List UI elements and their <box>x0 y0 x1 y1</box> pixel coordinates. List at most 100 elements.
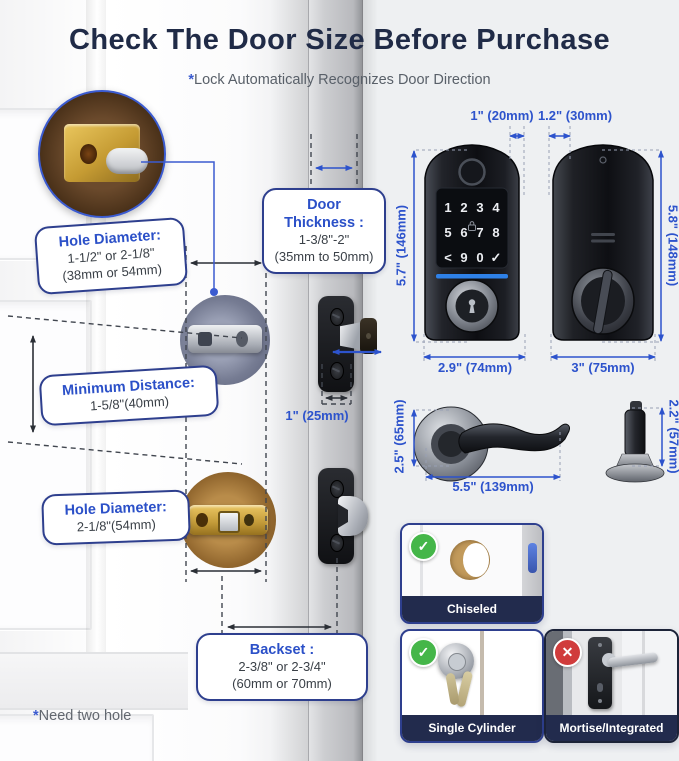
check-icon: ✓ <box>409 638 438 667</box>
thumbturn-knob[interactable] <box>593 269 613 335</box>
asterisk-mark: * <box>188 72 195 88</box>
key[interactable]: 8 <box>492 225 499 240</box>
brass-latch-cam <box>218 511 240 533</box>
asterisk-mark: * <box>33 708 39 724</box>
footnote: *Need two hole <box>33 708 131 724</box>
bored-hole <box>450 540 490 580</box>
brass-lock-hole <box>80 144 97 164</box>
key-confirm[interactable]: ✓ <box>491 250 502 265</box>
card-image-single-cylinder: ✓ <box>402 631 542 715</box>
screw <box>330 362 344 380</box>
key[interactable]: 4 <box>492 200 500 215</box>
page-subtitle: *Lock Automatically Recognizes Door Dire… <box>0 72 679 88</box>
battery-cover-line <box>591 233 615 236</box>
dim-handle-height: 2.5" (65mm) <box>391 399 407 474</box>
brass-lock-inset <box>38 90 166 218</box>
dim-back-width: 3" (75mm) <box>571 360 635 375</box>
subtitle-text: Lock Automatically Recognizes Door Direc… <box>194 72 491 88</box>
lock-back-view <box>552 144 654 341</box>
screw <box>330 308 344 326</box>
dim-front-height: 5.7" (146mm) <box>393 204 409 287</box>
dim-handle-side-height: 2.2" (57mm) <box>666 399 679 474</box>
key[interactable]: 0 <box>476 250 483 265</box>
deadbolt-end <box>360 318 377 354</box>
key[interactable]: 7 <box>476 225 483 240</box>
status-light-bar <box>436 274 508 279</box>
latch-mini <box>528 543 537 573</box>
spring-latch-bolt <box>338 496 368 536</box>
card-label: Chiseled <box>402 596 542 622</box>
card-mortise: ✕ Mortise/Integrated <box>544 629 679 743</box>
page-title: Check The Door Size Before Purchase <box>69 24 610 56</box>
dim-latch-depth: 1" (25mm) <box>285 408 349 423</box>
keyhole-slot <box>469 305 475 313</box>
mortise-plate <box>588 637 612 709</box>
card-single-cylinder: ✓ Single Cylinder <box>400 629 544 743</box>
key[interactable]: 5 <box>444 225 451 240</box>
card-chiseled: ✓ Chiseled <box>400 523 544 624</box>
deadbolt-end-hole <box>366 333 371 339</box>
dim-back-height: 5.8" (148mm) <box>665 204 679 287</box>
footnote-text: Need two hole <box>38 708 132 724</box>
card-image-mortise: ✕ <box>546 631 677 715</box>
callout-title: Backset : <box>249 642 315 658</box>
screw <box>330 534 344 552</box>
callout-value: (35mm to 50mm) <box>274 249 374 265</box>
callout-minimum-distance: Minimum Distance: 1-5/8"(40mm) <box>38 364 220 427</box>
door-molding-line <box>642 631 645 715</box>
callout-value: 2-3/8" or 2-3/4" <box>238 659 326 675</box>
handle-stem <box>624 409 646 457</box>
keyhole-icon <box>597 683 603 692</box>
key[interactable]: 1 <box>444 200 451 215</box>
battery-cover-line <box>591 239 615 243</box>
brass-latch-hole <box>244 514 254 526</box>
key[interactable]: 2 <box>460 200 467 215</box>
screw <box>598 643 602 647</box>
padlock-icon <box>468 221 476 231</box>
door-rail <box>0 652 188 710</box>
card-label: Single Cylinder <box>402 715 542 741</box>
brass-latch-hole <box>196 513 208 527</box>
door-molding-panel <box>0 300 92 630</box>
handle-hub-core <box>438 431 464 457</box>
callout-door-thickness: Door Thickness : 1-3/8"-2" (35mm to 50mm… <box>262 188 386 275</box>
cylinder-core <box>448 653 466 671</box>
callout-backset: Backset : 2-3/8" or 2-3/4" (60mm or 70mm… <box>196 633 368 701</box>
screw <box>598 699 602 703</box>
handle-base <box>605 463 665 483</box>
spring-latch-notch <box>338 504 348 528</box>
handle-side-view <box>605 401 665 483</box>
dim-front-width: 2.9" (74mm) <box>437 360 513 375</box>
keypad-keys[interactable]: 1 2 3 4 5 6 7 8 < 9 0 ✓ <box>444 200 501 265</box>
cross-icon: ✕ <box>553 638 582 667</box>
keyhole-icon <box>468 299 476 306</box>
door-edge-line <box>480 631 484 715</box>
door-molding-panel <box>0 714 154 761</box>
key[interactable]: 6 <box>460 225 467 240</box>
callout-value: 1-3/8"-2" <box>298 232 350 248</box>
indicator-icon <box>599 156 607 164</box>
brass-lock-bolt <box>106 148 148 174</box>
latch-mechanism-slot <box>198 332 212 346</box>
bored-hole-light <box>463 543 489 577</box>
card-label: Mortise/Integrated <box>546 715 677 741</box>
key-back[interactable]: < <box>444 250 452 265</box>
check-icon: ✓ <box>409 532 438 561</box>
dim-front-depth: 1" (20mm) <box>470 108 534 123</box>
key[interactable]: 3 <box>476 200 483 215</box>
bottom-hole-inset <box>180 472 276 568</box>
callout-hole-diameter-bottom: Hole Diameter: 2-1/8"(54mm) <box>41 489 191 546</box>
callout-hole-diameter-top: Hole Diameter: 1-1/2" or 2-1/8" (38mm or… <box>33 216 189 296</box>
dim-handle-length: 5.5" (139mm) <box>452 479 534 494</box>
card-image-chiseled: ✓ <box>402 525 542 596</box>
deadbolt-bolt <box>340 322 362 350</box>
handle-lever[interactable] <box>458 423 570 454</box>
latch-mechanism-hole <box>236 331 248 347</box>
key[interactable]: 9 <box>460 250 467 265</box>
lever-mini <box>607 651 659 669</box>
keypad-panel <box>435 187 509 269</box>
dim-back-depth: 1.2" (30mm) <box>537 108 613 123</box>
callout-value: (60mm or 70mm) <box>232 676 332 692</box>
lock-front-view: 1 2 3 4 5 6 7 8 < 9 0 ✓ <box>424 144 520 341</box>
